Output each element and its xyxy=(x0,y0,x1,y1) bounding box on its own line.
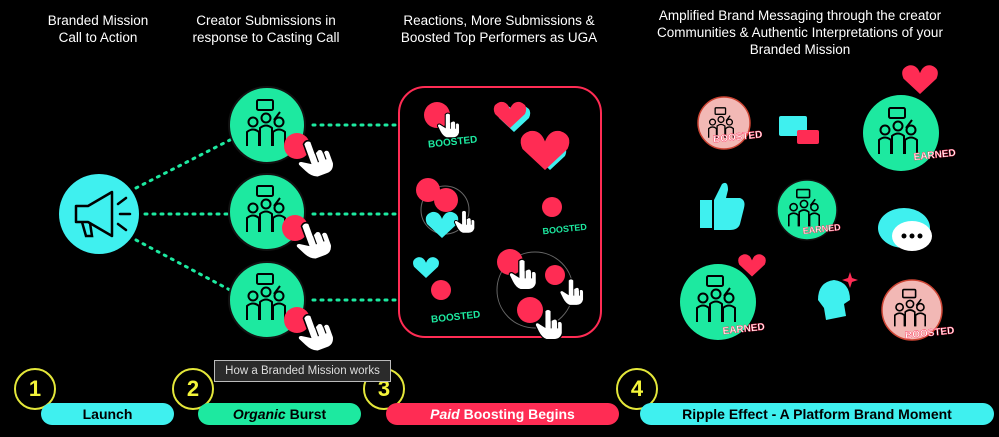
header-line: Boosted Top Performers as UGA xyxy=(400,30,598,45)
creator-group-3-icon xyxy=(228,261,338,357)
head-sparkle-icon xyxy=(818,272,858,320)
header-line: Branded Mission xyxy=(749,42,851,57)
connector-lines xyxy=(134,123,400,302)
step-text: Burst xyxy=(285,406,327,422)
step-text: Boosting Begins xyxy=(459,406,575,422)
boosted-badge: BOOSTED xyxy=(713,129,763,145)
boosted-badge: BOOSTED xyxy=(905,325,955,341)
header-line: response to Casting Call xyxy=(192,30,340,45)
boosted-badge: BOOSTED xyxy=(542,222,588,237)
step-4-number: 4 xyxy=(616,368,658,410)
step-2-number: 2 xyxy=(172,368,214,410)
boosted-badge: BOOSTED xyxy=(431,309,481,325)
step-3-label: Paid Boosting Begins xyxy=(386,403,619,425)
boosting-content xyxy=(413,101,585,341)
earned-badge: EARNED xyxy=(722,322,765,337)
step-2-label: Organic Burst xyxy=(198,403,361,425)
header-creator-submissions: Creator Submissions in response to Casti… xyxy=(176,12,356,46)
speech-bubble-icon xyxy=(878,208,932,251)
step-4-label: Ripple Effect - A Platform Brand Moment xyxy=(640,403,994,425)
earned-badge: EARNED xyxy=(913,148,956,163)
header-line: Amplified Brand Messaging through the cr… xyxy=(658,8,942,23)
thumbs-up-icon xyxy=(700,182,745,230)
header-mission-call: Branded Mission Call to Action xyxy=(28,12,168,46)
tooltip: How a Branded Mission works xyxy=(214,360,391,382)
header-line: Creator Submissions in xyxy=(196,13,336,28)
ripple-content xyxy=(680,65,943,341)
header-line: Branded Mission xyxy=(47,13,149,28)
step-1-label: Launch xyxy=(41,403,174,425)
creator-group-2-icon xyxy=(228,173,336,265)
earned-badge: EARNED xyxy=(802,222,841,236)
header-amplified: Amplified Brand Messaging through the cr… xyxy=(640,7,960,58)
header-line: Reactions, More Submissions & xyxy=(403,13,595,28)
step-emphasis: Organic xyxy=(232,406,286,422)
boosting-panel xyxy=(398,86,602,338)
header-line: Call to Action xyxy=(58,30,138,45)
megaphone-icon xyxy=(59,174,139,254)
header-line: Communities & Authentic Interpretations … xyxy=(657,25,943,40)
step-text: Launch xyxy=(82,406,133,422)
step-1-number: 1 xyxy=(14,368,56,410)
boosted-badge: BOOSTED xyxy=(428,134,478,150)
step-emphasis: Paid xyxy=(430,406,460,422)
header-reactions: Reactions, More Submissions & Boosted To… xyxy=(384,12,614,46)
creator-group-1-icon xyxy=(228,86,338,183)
step-text: Ripple Effect - A Platform Brand Moment xyxy=(682,406,952,422)
